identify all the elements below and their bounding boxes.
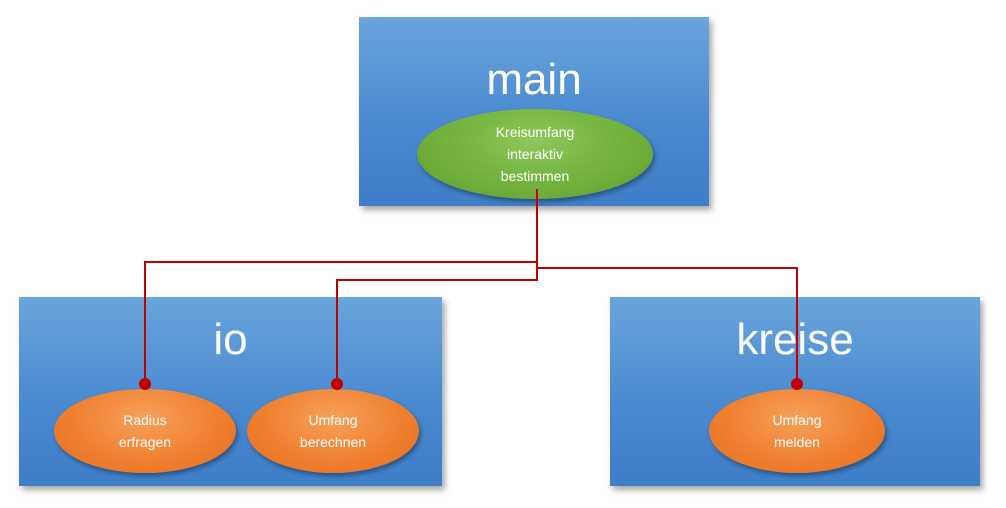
module-kreise-title: kreise: [736, 315, 854, 364]
module-io-title: io: [213, 315, 248, 364]
module-kreise: kreise Umfang melden: [610, 297, 980, 486]
function-main-label: Kreisumfang interaktiv bestimmen: [495, 124, 575, 184]
function-main: Kreisumfang interaktiv bestimmen: [417, 109, 653, 199]
function-radius-erfragen: Radius erfragen: [54, 389, 236, 473]
function-umfang-melden-label: Umfang melden: [772, 412, 822, 450]
function-radius-erfragen-label: Radius erfragen: [118, 412, 172, 450]
function-umfang-berechnen: Umfang berechnen: [247, 389, 419, 473]
function-umfang-melden: Umfang melden: [709, 389, 885, 473]
function-umfang-berechnen-label: Umfang berechnen: [299, 412, 367, 450]
module-io: io Radius erfragen Umfang berechnen: [19, 297, 442, 486]
module-main-title: main: [486, 55, 582, 104]
module-main: main Kreisumfang interaktiv bestimmen: [359, 17, 709, 206]
